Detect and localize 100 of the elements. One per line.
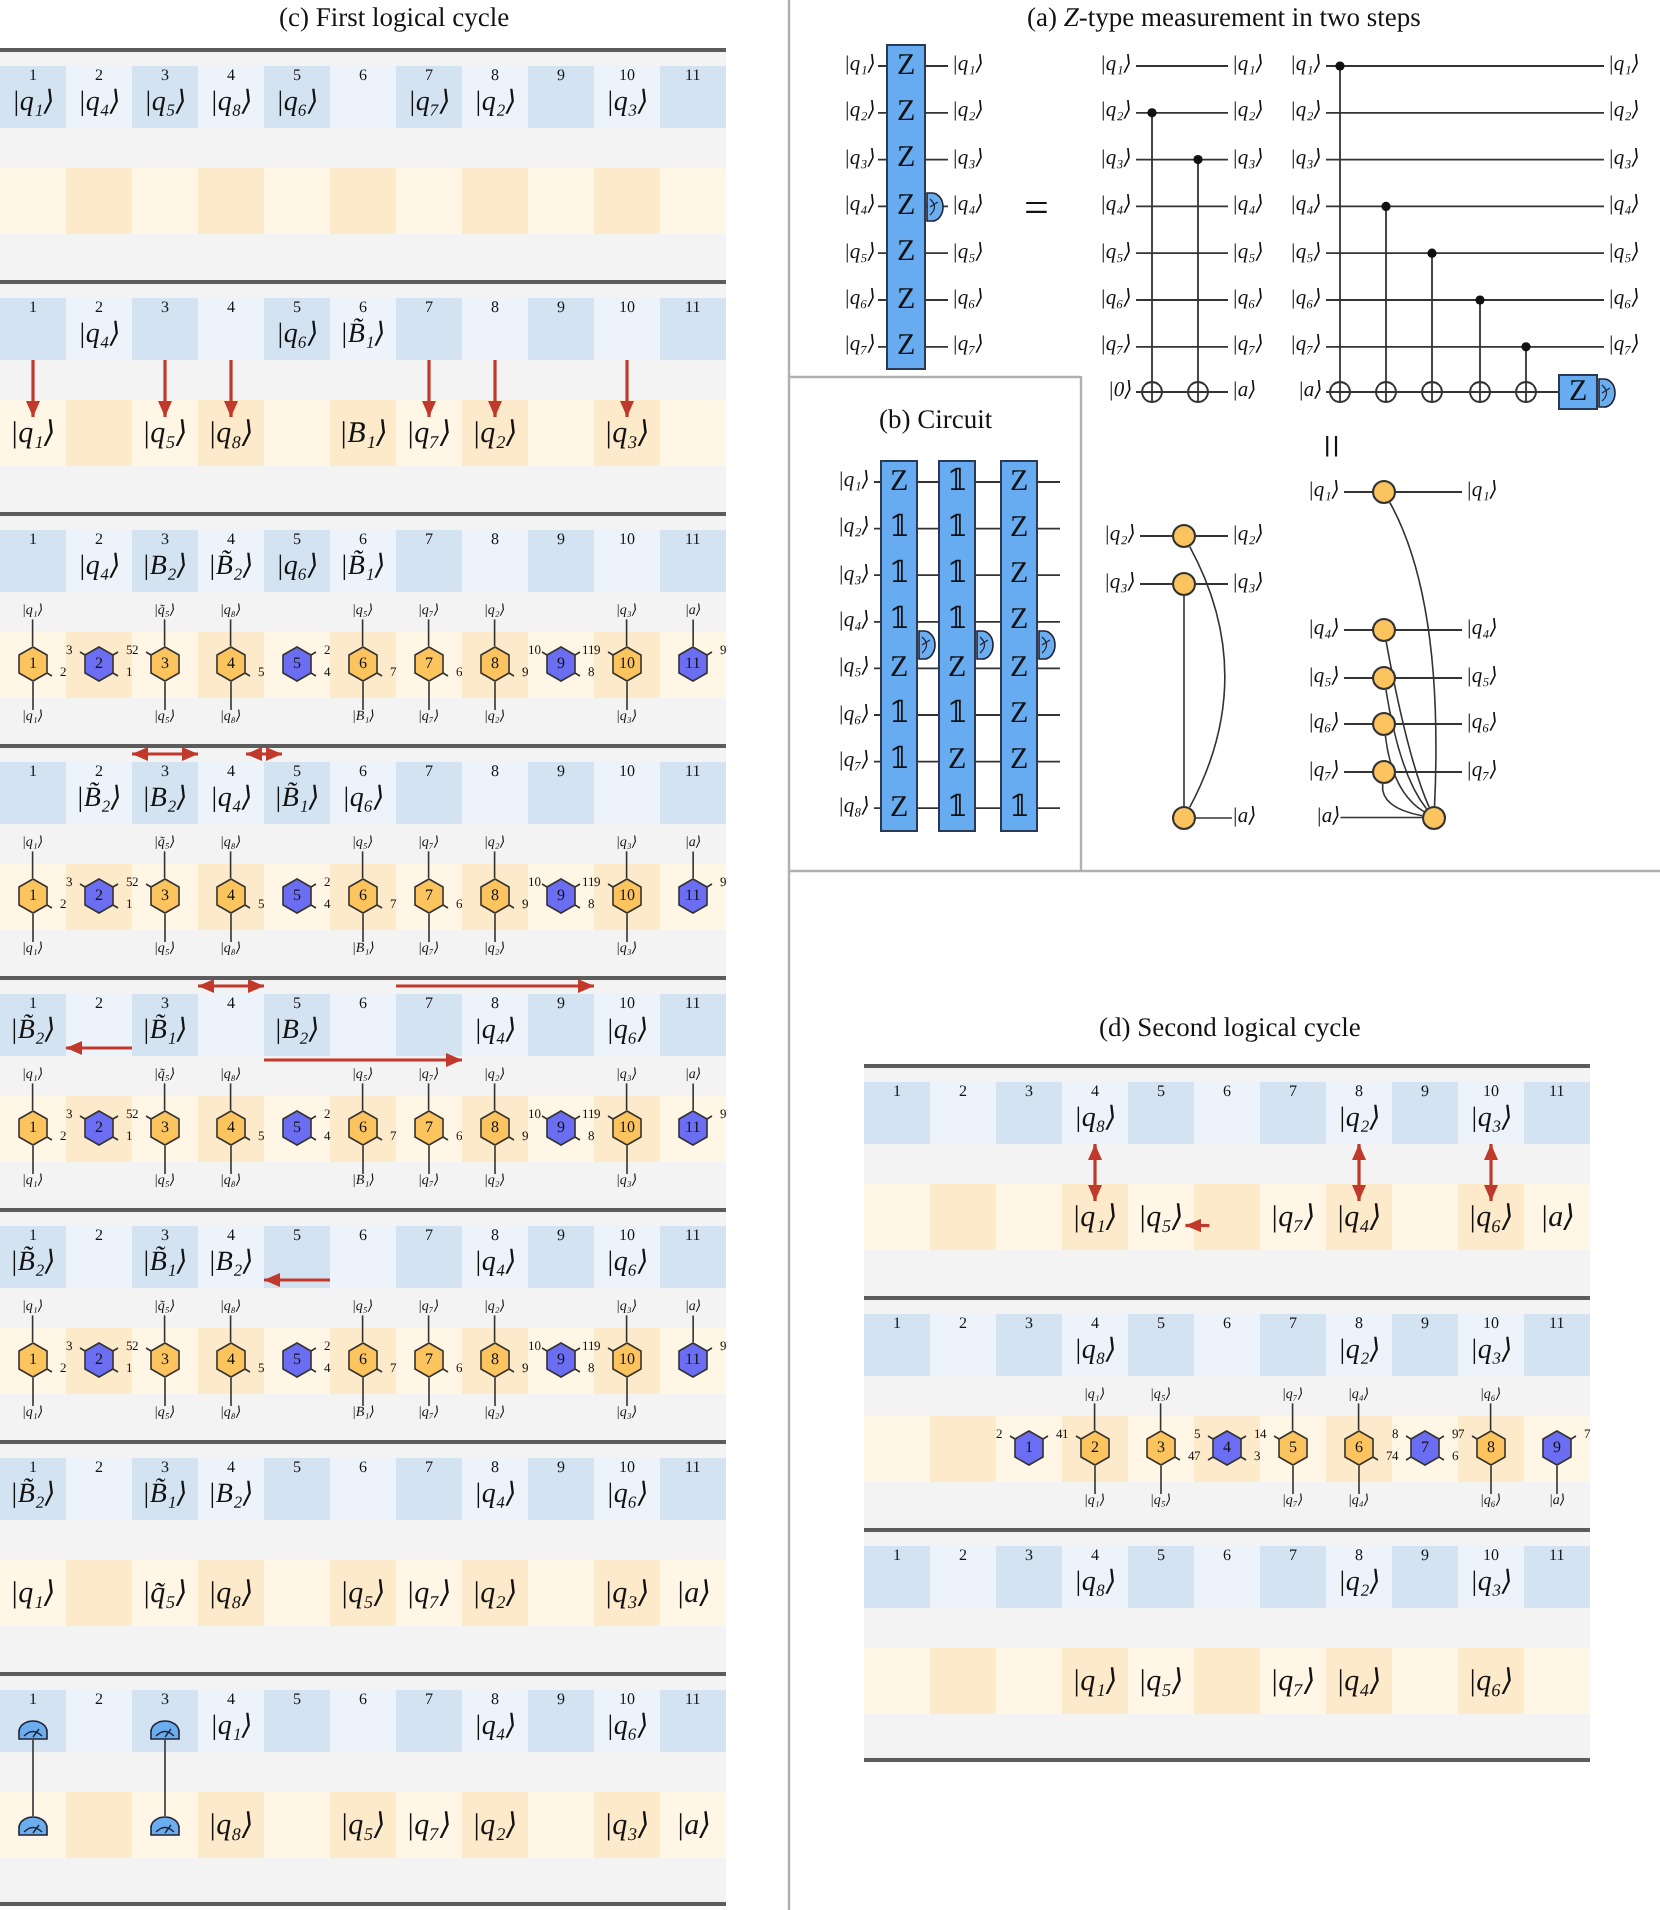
qubit-circle bbox=[1422, 806, 1446, 830]
hexagon-number: 8 bbox=[491, 1352, 499, 1368]
hexagon-number: 11 bbox=[685, 656, 701, 672]
arrow bbox=[132, 747, 198, 761]
gate-symbol: Z bbox=[890, 653, 909, 684]
column-number: 10 bbox=[1483, 1316, 1499, 1332]
column-number: 10 bbox=[619, 764, 635, 780]
connector-line bbox=[692, 618, 694, 647]
column-number: 1 bbox=[29, 764, 37, 780]
gate-symbol: Z bbox=[1569, 377, 1588, 407]
qubit-ket: |q₈⟩ bbox=[838, 796, 870, 820]
grid-cell bbox=[132, 994, 198, 1056]
grid-cell bbox=[264, 1458, 330, 1520]
connector-line bbox=[230, 681, 232, 711]
column-number: 1 bbox=[893, 1316, 901, 1332]
connector-line bbox=[494, 913, 496, 943]
grid-cell bbox=[660, 530, 726, 592]
gate-box bbox=[1000, 460, 1038, 832]
connector-line bbox=[229, 1082, 232, 1111]
hexagon-number: 8 bbox=[1487, 1440, 1495, 1456]
grid-cell bbox=[660, 994, 726, 1056]
qubit-ket: |q₆⟩ bbox=[1468, 1665, 1514, 1698]
grid-cell bbox=[1194, 1082, 1260, 1144]
qubit-ket: |q₂⟩ bbox=[1290, 100, 1322, 124]
grid-cell bbox=[396, 762, 462, 824]
column-number: 8 bbox=[491, 1460, 499, 1476]
connector-line bbox=[1357, 1402, 1360, 1431]
gate-symbol: Z bbox=[1010, 700, 1029, 730]
grid-cell bbox=[462, 66, 528, 128]
qubit-ket: |0⟩ bbox=[1108, 380, 1133, 404]
column-number: 2 bbox=[95, 1460, 103, 1476]
grid-cell bbox=[594, 298, 660, 360]
hexagon-number: 3 bbox=[1157, 1440, 1165, 1456]
qubit-ket: |a⟩ bbox=[1232, 380, 1257, 404]
qubit-ket: |q₇⟩ bbox=[408, 90, 451, 118]
grid-cell bbox=[996, 1314, 1062, 1376]
grid-cell bbox=[462, 1458, 528, 1520]
connector-line bbox=[626, 1377, 628, 1407]
hexagon-number: 10 bbox=[619, 888, 635, 904]
gate-symbol: 𝟙 bbox=[889, 700, 910, 730]
grid-cell bbox=[0, 298, 66, 360]
gate-symbol: 𝟙 bbox=[947, 513, 968, 544]
column-number: 6 bbox=[1223, 1316, 1231, 1332]
qubit-circle bbox=[1172, 572, 1196, 596]
meter-icon bbox=[18, 1816, 48, 1836]
qubit-ket: |q̃₅⟩ bbox=[142, 1577, 188, 1610]
connector-line bbox=[1094, 1465, 1096, 1495]
column-number: 9 bbox=[557, 1460, 565, 1476]
column-number: 1 bbox=[29, 996, 37, 1012]
gate-symbol: Z bbox=[1010, 606, 1029, 637]
hexagon-number: 1 bbox=[29, 1120, 37, 1136]
grid-cell bbox=[864, 1082, 930, 1144]
column-number: 3 bbox=[161, 996, 169, 1012]
column-number: 11 bbox=[1549, 1548, 1565, 1564]
connector-line bbox=[1384, 735, 1425, 813]
grid-cell bbox=[132, 1690, 198, 1752]
grid-cell bbox=[66, 762, 132, 824]
qubit-ket: |q₁⟩ bbox=[1100, 54, 1132, 78]
qubit-ket: |B̃₁⟩ bbox=[142, 1482, 188, 1510]
column-number: 2 bbox=[95, 68, 103, 84]
gate-symbol: Z bbox=[1010, 560, 1029, 591]
qubit-ket: |q₅⟩ bbox=[340, 1577, 386, 1610]
grid-cell bbox=[1392, 1082, 1458, 1144]
column-number: 7 bbox=[425, 1692, 433, 1708]
column-number: 11 bbox=[685, 764, 701, 780]
qubit-ket: |q₅⟩ bbox=[952, 241, 984, 265]
hexagon-number: 4 bbox=[227, 1352, 235, 1368]
hexagon-number: 4 bbox=[227, 888, 235, 904]
qubit-ket: |q₁⟩ bbox=[1308, 480, 1340, 504]
connector-line bbox=[31, 618, 34, 647]
arrow bbox=[1185, 1218, 1210, 1233]
connector-line bbox=[229, 1314, 232, 1343]
hexagon-number: 7 bbox=[1421, 1440, 1429, 1456]
qubit-ket: |q₄⟩ bbox=[1336, 1665, 1382, 1698]
qubit-ket: |a⟩ bbox=[1232, 806, 1257, 830]
column-number: 3 bbox=[161, 764, 169, 780]
connector-line bbox=[31, 1082, 34, 1111]
grid-cell bbox=[462, 298, 528, 360]
connector-line bbox=[164, 1739, 166, 1817]
grid-cell bbox=[198, 1690, 264, 1752]
qubit-ket: |q₁⟩ bbox=[10, 1577, 56, 1610]
column-number: 10 bbox=[619, 996, 635, 1012]
qubit-ket: |B₁⟩ bbox=[339, 417, 388, 450]
qubit-ket: |B̃₁⟩ bbox=[340, 322, 386, 350]
hexagon-number: 10 bbox=[619, 1352, 635, 1368]
qubit-ket: |q₅⟩ bbox=[838, 656, 870, 680]
qubit-ket: |B₂⟩ bbox=[208, 1250, 254, 1278]
column-number: 11 bbox=[685, 1692, 701, 1708]
column-number: 5 bbox=[293, 1228, 301, 1244]
qubit-ket: |q₇⟩ bbox=[1270, 1665, 1316, 1698]
grid-cell bbox=[1458, 1314, 1524, 1376]
connector-line bbox=[1291, 1402, 1294, 1431]
grid-cell bbox=[264, 530, 330, 592]
gate-symbol: 𝟙 bbox=[947, 560, 968, 591]
grid-cell bbox=[0, 1226, 66, 1288]
column-number: 8 bbox=[491, 1692, 499, 1708]
hexagon-number: 2 bbox=[95, 888, 103, 904]
qubit-ket: |q₂⟩ bbox=[1338, 1106, 1381, 1134]
qubit-ket: |q₂⟩ bbox=[1608, 100, 1640, 124]
connector-line bbox=[32, 681, 34, 711]
